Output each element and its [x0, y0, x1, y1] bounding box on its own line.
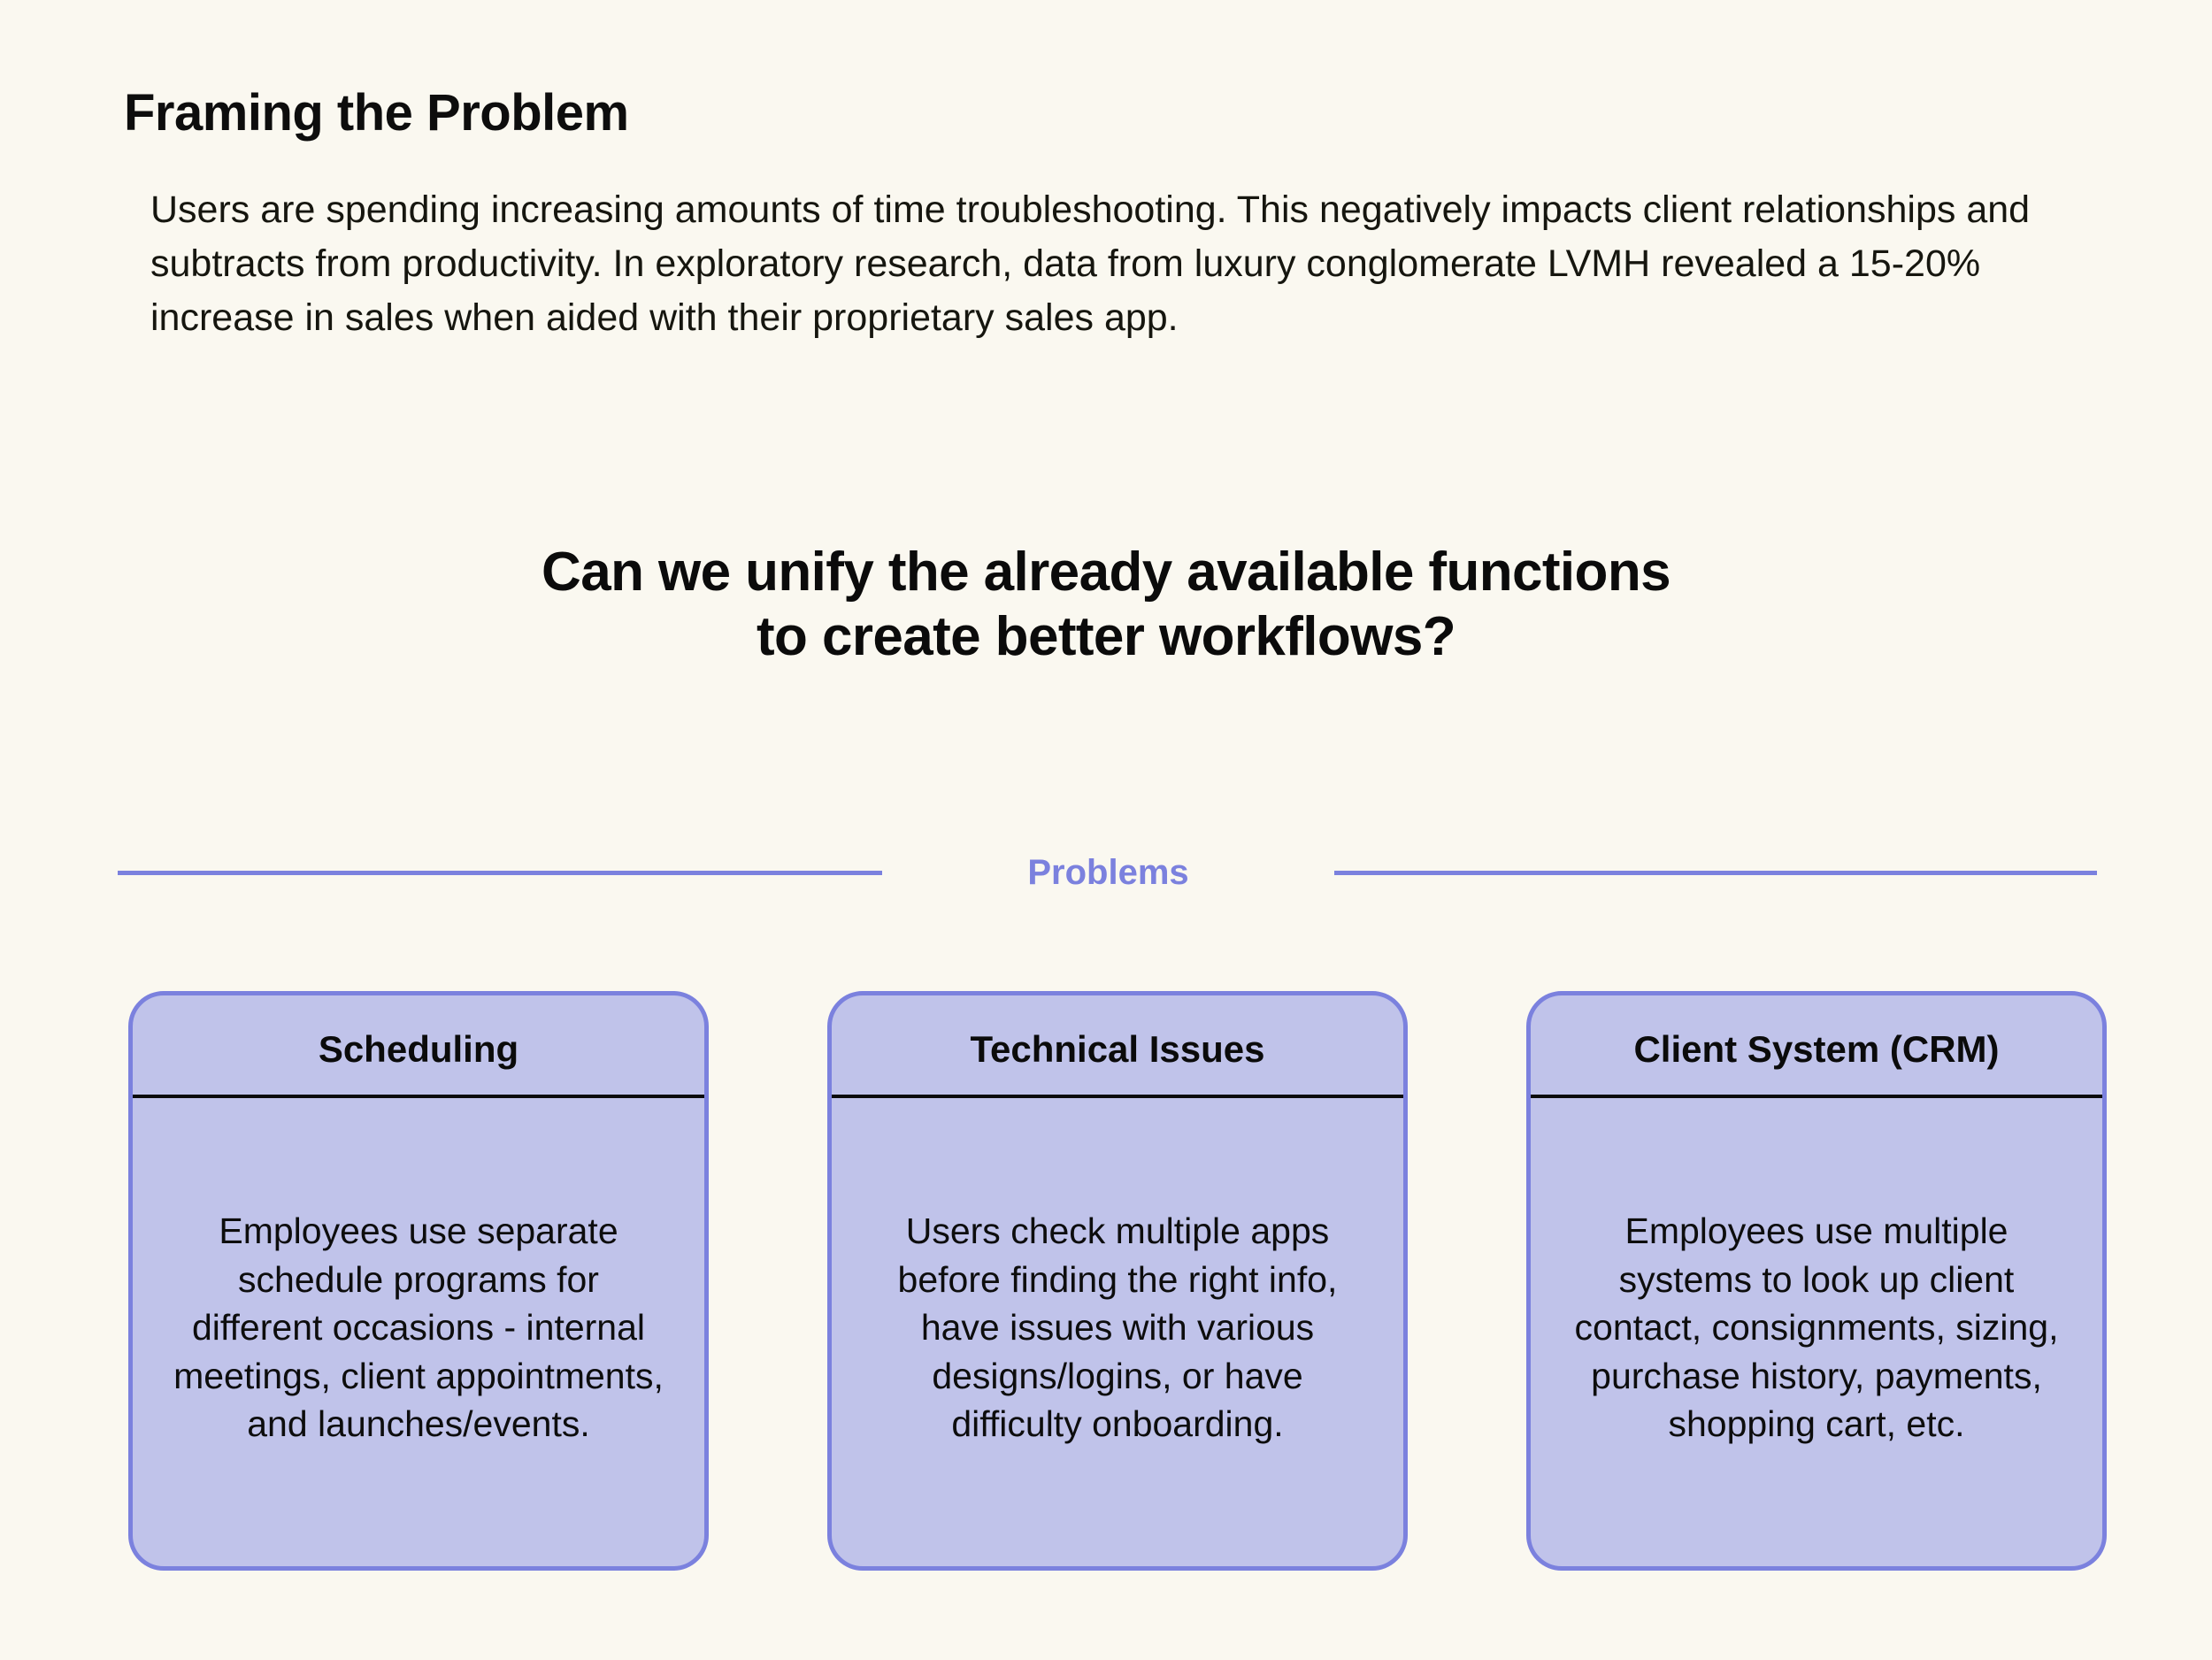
problem-card-body: Employees use multiple systems to look u…: [1531, 1098, 2102, 1566]
problem-card-title: Technical Issues: [832, 995, 1403, 1099]
problem-card-client-system-crm: Client System (CRM) Employees use multip…: [1526, 991, 2107, 1571]
problem-card-text: Users check multiple apps before finding…: [897, 1210, 1338, 1445]
divider-line-left: [118, 870, 882, 875]
key-question: Can we unify the already available funct…: [0, 540, 2212, 669]
problems-section-divider: Problems: [118, 853, 2098, 892]
page-title: Framing the Problem: [124, 84, 629, 142]
problem-cards: Scheduling Employees use separate schedu…: [128, 991, 2107, 1571]
problem-card-title: Scheduling: [133, 995, 704, 1099]
problem-card-title: Client System (CRM): [1531, 995, 2102, 1099]
key-question-line-1: Can we unify the already available funct…: [541, 542, 1671, 603]
key-question-line-2: to create better workflows?: [757, 606, 1456, 668]
problem-card-body: Employees use separate schedule programs…: [133, 1098, 704, 1566]
divider-line-right: [1334, 870, 2098, 875]
intro-paragraph: Users are spending increasing amounts of…: [150, 188, 2031, 339]
problem-card-technical-issues: Technical Issues Users check multiple ap…: [827, 991, 1408, 1571]
problem-card-body: Users check multiple apps before finding…: [832, 1098, 1403, 1566]
problem-card-scheduling: Scheduling Employees use separate schedu…: [128, 991, 709, 1571]
problem-card-text: Employees use multiple systems to look u…: [1574, 1210, 2059, 1445]
header-section: Framing the Problem Users are spending i…: [124, 84, 2097, 345]
problem-card-text: Employees use separate schedule programs…: [173, 1210, 664, 1445]
section-label-problems: Problems: [1027, 853, 1189, 892]
